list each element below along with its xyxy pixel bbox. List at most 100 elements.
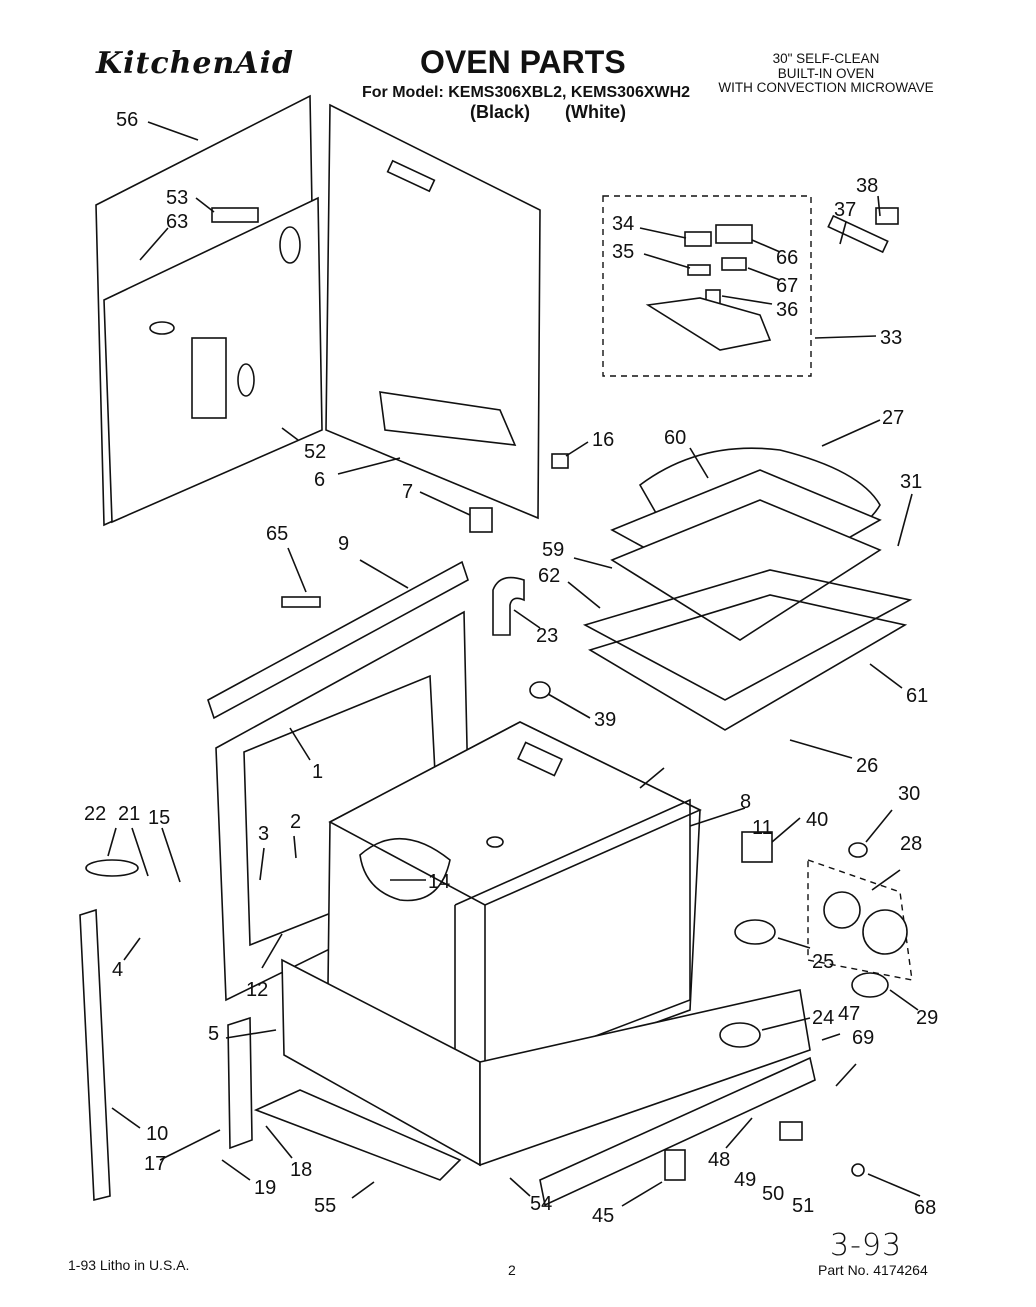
spring-22-part [85, 859, 139, 877]
callout-15: 15 [148, 807, 170, 829]
callout-29: 29 [916, 1007, 938, 1029]
part-number: Part No. 4174264 [818, 1262, 928, 1278]
callout-7: 7 [402, 481, 413, 503]
callout-67: 67 [776, 275, 798, 297]
callout-47: 47 [838, 1003, 860, 1025]
callout-54: 54 [530, 1193, 552, 1215]
callout-62: 62 [538, 565, 560, 587]
variant-black: (Black) [470, 102, 531, 122]
top-rail-part [207, 560, 469, 720]
callout-63: 63 [166, 211, 188, 233]
callout-33: 33 [880, 327, 902, 349]
callout-65: 65 [266, 523, 288, 545]
callout-34: 34 [612, 213, 634, 235]
callout-36: 36 [776, 299, 798, 321]
callout-27: 27 [882, 407, 904, 429]
callout-48: 48 [708, 1149, 730, 1171]
fan-24-part [719, 1022, 761, 1048]
product-description: 30" SELF-CLEAN BUILT-IN OVEN WITH CONVEC… [706, 51, 946, 96]
clip-16-part [551, 453, 569, 469]
callout-22: 22 [84, 803, 106, 825]
model-line: For Model: KEMS306XBL2, KEMS306XWH2 [362, 84, 691, 101]
callout-55: 55 [314, 1195, 336, 1217]
sensor-39-part [529, 681, 551, 699]
page-number: 2 [508, 1262, 516, 1278]
callout-53: 53 [166, 187, 188, 209]
callout-60: 60 [664, 427, 686, 449]
callout-30: 30 [898, 783, 920, 805]
callout-12: 12 [246, 979, 268, 1001]
callout-26: 26 [856, 755, 878, 777]
callout-labels: 56 53 63 52 6 7 16 65 9 23 39 1 22 21 15… [84, 109, 938, 1227]
callout-25: 25 [812, 951, 834, 973]
callout-16: 16 [592, 429, 614, 451]
gasket-30-part [848, 842, 868, 858]
side-panel-part [325, 103, 541, 520]
callout-39: 39 [594, 709, 616, 731]
oven-rack-part [582, 569, 913, 701]
seal-strip-part [79, 908, 111, 1202]
litho-note: 1-93 Litho in U.S.A. [68, 1257, 190, 1273]
callout-56: 56 [116, 109, 138, 131]
callout-66: 66 [776, 247, 798, 269]
callout-49: 49 [734, 1169, 756, 1191]
callout-28: 28 [900, 833, 922, 855]
page-title: OVEN PARTS [420, 44, 626, 80]
bracket-7-part [469, 507, 493, 533]
callout-68: 68 [914, 1197, 936, 1219]
callout-4: 4 [112, 959, 123, 981]
callout-37: 37 [834, 199, 856, 221]
hinge-part [227, 1016, 253, 1150]
clip-68-part [851, 1163, 865, 1177]
callout-10: 10 [146, 1123, 168, 1145]
callout-59: 59 [542, 539, 564, 561]
callout-14: 14 [428, 871, 450, 893]
callout-11: 11 [752, 817, 773, 839]
callout-6: 6 [314, 469, 325, 491]
callout-40: 40 [806, 809, 828, 831]
description-line-3: WITH CONVECTION MICROWAVE [718, 80, 934, 95]
clip-65-part [281, 596, 321, 608]
oven-cavity-part [327, 721, 702, 1086]
callout-23: 23 [536, 625, 558, 647]
bracket-45-part [664, 1149, 686, 1181]
sensor-part [827, 214, 889, 254]
callout-18: 18 [290, 1159, 312, 1181]
callout-5: 5 [208, 1023, 219, 1045]
plate-40-part [741, 831, 773, 863]
callout-51: 51 [792, 1195, 814, 1217]
callout-17: 17 [144, 1153, 166, 1175]
cover-25-part [734, 919, 776, 945]
callout-9: 9 [338, 533, 349, 555]
sensor-cap-part [875, 207, 899, 225]
bushing-49-part [779, 1121, 803, 1141]
front-trim-part [253, 1089, 462, 1181]
callout-52: 52 [304, 441, 326, 463]
thermostat-group-box [602, 195, 812, 377]
back-panel-part [95, 94, 323, 527]
variant-white: (White) [565, 102, 627, 122]
callout-45: 45 [592, 1205, 614, 1227]
brand-logo: KitchenAid [96, 46, 294, 81]
callout-50: 50 [762, 1183, 784, 1205]
description-line-2: BUILT-IN OVEN [777, 65, 875, 81]
description-line-1: 30" SELF-CLEAN [772, 51, 880, 66]
callout-1: 1 [312, 761, 323, 783]
callout-35: 35 [612, 241, 634, 263]
callout-24: 24 [812, 1007, 834, 1029]
handwritten-date: 3-93 [830, 1228, 903, 1263]
leader-lines [107, 121, 921, 1207]
callout-8: 8 [740, 791, 751, 813]
callout-21: 21 [118, 803, 140, 825]
vent-grille-part [539, 1056, 816, 1207]
model-variants: (Black) (White) [470, 102, 656, 123]
callout-2: 2 [290, 811, 301, 833]
callout-38: 38 [856, 175, 878, 197]
vent-tube-part [492, 576, 525, 636]
callout-69: 69 [852, 1027, 874, 1049]
callout-19: 19 [254, 1177, 276, 1199]
callout-61: 61 [906, 685, 928, 707]
callout-31: 31 [900, 471, 922, 493]
callout-3: 3 [258, 823, 269, 845]
